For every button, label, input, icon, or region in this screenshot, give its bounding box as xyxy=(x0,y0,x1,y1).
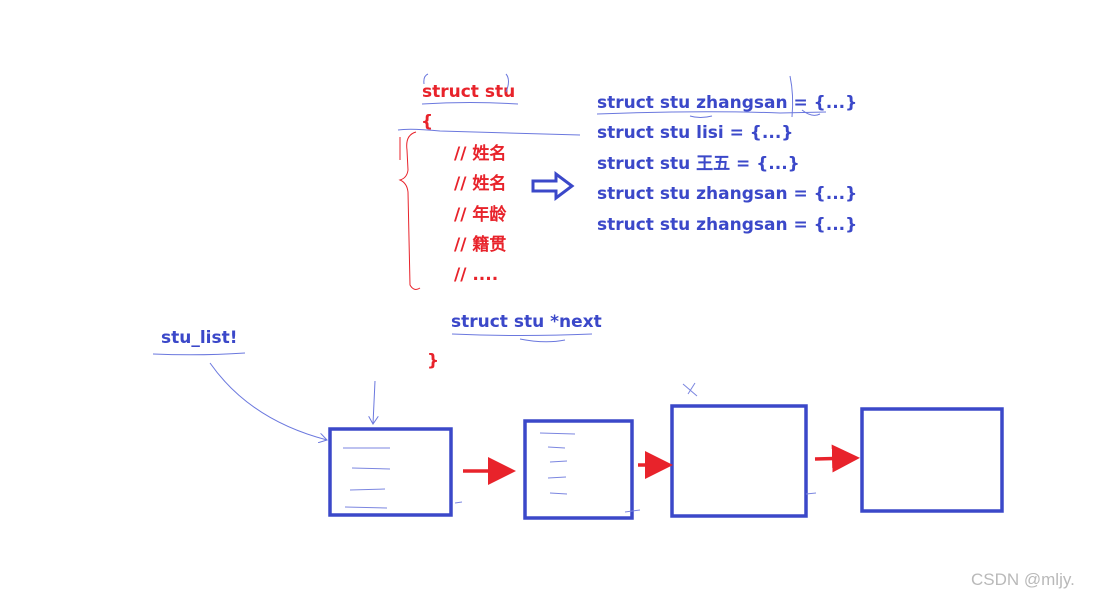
next-pointer-field: struct stu *next xyxy=(451,312,602,332)
field-label: // 籍贯 xyxy=(454,234,506,255)
list-head-underline xyxy=(152,352,246,356)
close-brace: } xyxy=(427,351,439,371)
node-scribbles xyxy=(682,382,817,495)
node-box xyxy=(523,419,634,520)
pen-stroke xyxy=(397,128,581,136)
node-box xyxy=(670,404,808,518)
instance-list: struct stu zhangsan = {...} struct stu l… xyxy=(596,75,857,235)
red-right-arrow-icon xyxy=(814,444,860,473)
instance-underline xyxy=(596,111,827,115)
list-head-label: stu_list! xyxy=(161,328,238,348)
field-label: // 姓名 xyxy=(454,173,506,194)
node-scribbles xyxy=(539,432,641,513)
head-pointer-arrow xyxy=(209,362,327,440)
node-box xyxy=(860,407,1004,513)
instance-line: struct stu zhangsan = {...} xyxy=(597,215,857,235)
instance-scribble xyxy=(689,115,713,118)
watermark: CSDN @mljy. xyxy=(971,570,1075,589)
node-scribbles xyxy=(343,447,463,509)
field-label: // 姓名 xyxy=(454,143,506,164)
struct-header: struct stu xyxy=(422,82,515,102)
next-field-underline xyxy=(451,333,593,343)
field-label: // .... xyxy=(454,265,498,285)
instance-line: struct stu zhangsan = {...} xyxy=(597,93,857,113)
head-down-arrow xyxy=(373,380,375,424)
struct-header-underline xyxy=(421,102,519,105)
open-brace: { xyxy=(421,112,433,132)
list-head: stu_list! xyxy=(152,328,375,440)
hollow-right-arrow-icon xyxy=(531,171,575,201)
list-node xyxy=(523,419,641,520)
node-box xyxy=(328,427,453,517)
list-node xyxy=(860,407,1004,513)
field-label: // 年龄 xyxy=(454,204,507,225)
instance-line: struct stu 王五 = {...} xyxy=(597,154,800,174)
instance-line: struct stu lisi = {...} xyxy=(597,123,793,143)
instance-line: struct stu zhangsan = {...} xyxy=(597,184,857,204)
list-node xyxy=(670,382,817,518)
instance-scribble xyxy=(789,75,821,118)
hand-drawn-brace xyxy=(398,131,421,290)
list-node xyxy=(328,427,463,517)
struct-definition: struct stu { // 姓名 // 姓名 // 年龄 // 籍贯 // … xyxy=(397,73,602,371)
struct-header-circle-scribble xyxy=(423,73,509,93)
